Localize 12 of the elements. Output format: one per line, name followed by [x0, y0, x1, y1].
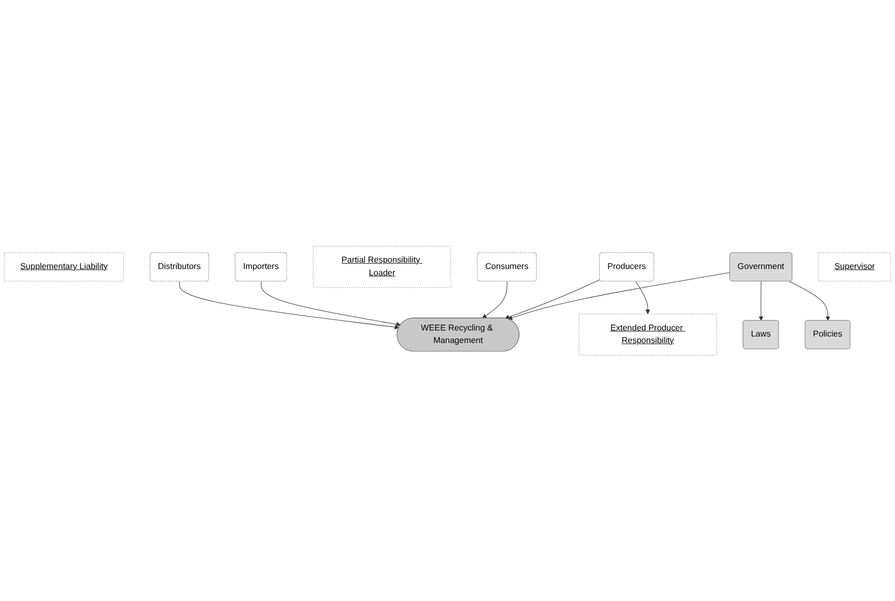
arrow	[179, 280, 400, 330]
arrow	[508, 272, 730, 320]
node-box: Extended Producer Responsibility	[578, 313, 717, 356]
node-box: Partial Responsibility Loader	[312, 246, 452, 288]
node-box: Supervisor	[818, 252, 892, 282]
arrow	[260, 280, 401, 326]
arrow	[482, 280, 508, 318]
arrow	[504, 279, 600, 319]
arrow	[789, 280, 830, 321]
arrow	[758, 280, 764, 321]
arrow	[636, 280, 650, 314]
node-box: Supplementary Liability	[4, 252, 124, 282]
